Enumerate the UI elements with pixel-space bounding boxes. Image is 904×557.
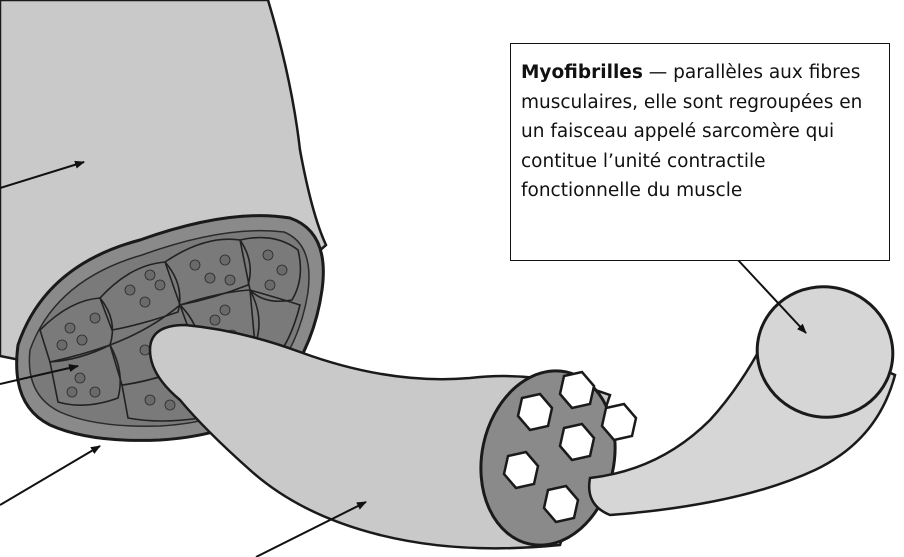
myofibril-callout: Myofibrilles — parallèles aux fibres mus… [510, 43, 890, 261]
callout-term: Myofibrilles [521, 62, 643, 83]
arrow-perimysium [0, 446, 100, 505]
callout-dash: — [643, 62, 673, 83]
